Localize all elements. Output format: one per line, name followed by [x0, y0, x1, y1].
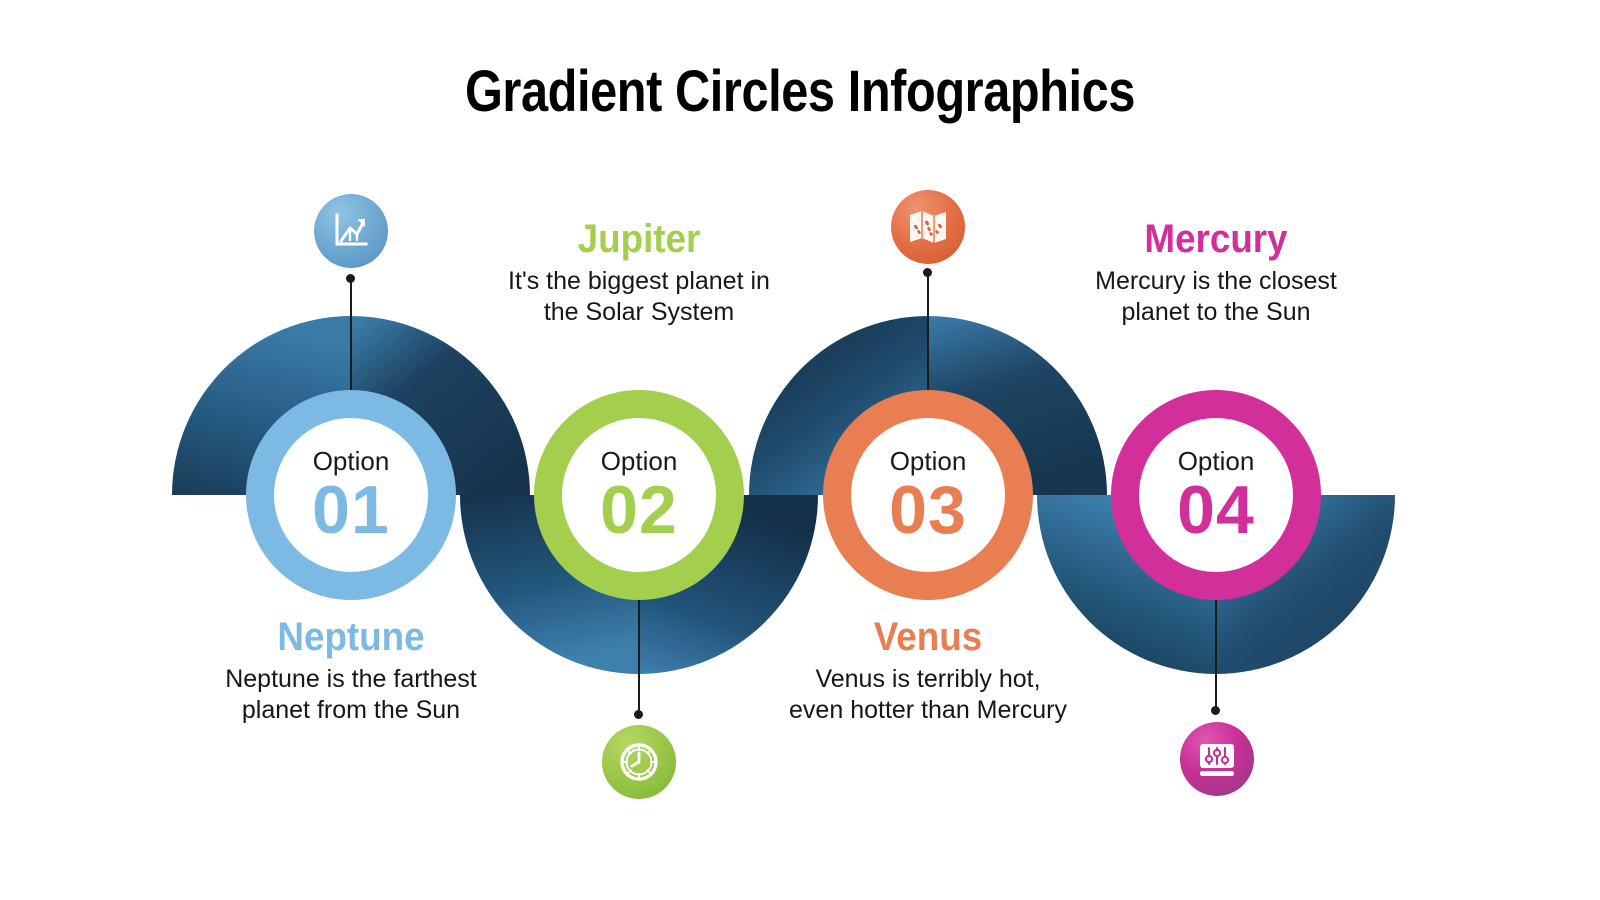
planet-name-venus: Venus	[873, 615, 983, 659]
stem-connector-01	[350, 278, 352, 406]
option-circle-04[interactable]: Option 04	[1111, 390, 1321, 600]
option-circle-02[interactable]: Option 02	[534, 390, 744, 600]
text-block-jupiter: Jupiter It's the biggest planet in the S…	[499, 218, 779, 328]
stem-connector-03	[927, 272, 929, 406]
option-label-01: Option	[312, 445, 390, 476]
stem-dot-04	[1211, 706, 1220, 715]
planet-name-jupiter: Jupiter	[577, 217, 701, 261]
icon-bubble-01[interactable]	[314, 194, 388, 268]
growth-chart-icon	[330, 210, 372, 252]
planet-description-neptune: Neptune is the farthest planet from the …	[225, 665, 477, 724]
text-block-neptune: Neptune Neptune is the farthest planet f…	[211, 616, 491, 726]
planet-description-mercury: Mercury is the closest planet to the Sun	[1095, 267, 1337, 326]
page-title: Gradient Circles Infographics	[464, 59, 1136, 124]
map-icon	[906, 207, 950, 247]
clock-icon	[617, 740, 661, 784]
option-number-01: 01	[312, 471, 390, 548]
text-block-mercury: Mercury Mercury is the closest planet to…	[1076, 218, 1356, 328]
option-label-02: Option	[600, 445, 678, 476]
option-number-03: 03	[889, 471, 967, 548]
stem-dot-03	[923, 268, 932, 277]
option-circle-01[interactable]: Option 01	[246, 390, 456, 600]
option-label-03: Option	[889, 445, 967, 476]
text-block-venus: Venus Venus is terribly hot, even hotter…	[788, 616, 1068, 726]
icon-bubble-02[interactable]	[602, 725, 676, 799]
planet-name-neptune: Neptune	[277, 615, 425, 659]
icon-bubble-04[interactable]	[1180, 722, 1254, 796]
option-number-04: 04	[1177, 471, 1255, 548]
stem-connector-04	[1215, 584, 1217, 710]
planet-description-venus: Venus is terribly hot, even hotter than …	[789, 665, 1067, 724]
option-number-02: 02	[600, 471, 678, 548]
option-circle-03[interactable]: Option 03	[823, 390, 1033, 600]
stem-dot-02	[634, 710, 643, 719]
stem-dot-01	[346, 274, 355, 283]
planet-name-mercury: Mercury	[1144, 217, 1288, 261]
icon-bubble-03[interactable]	[891, 190, 965, 264]
sliders-icon	[1195, 738, 1239, 780]
stem-connector-02	[638, 584, 640, 714]
planet-description-jupiter: It's the biggest planet in the Solar Sys…	[508, 267, 770, 326]
option-label-04: Option	[1177, 445, 1255, 476]
